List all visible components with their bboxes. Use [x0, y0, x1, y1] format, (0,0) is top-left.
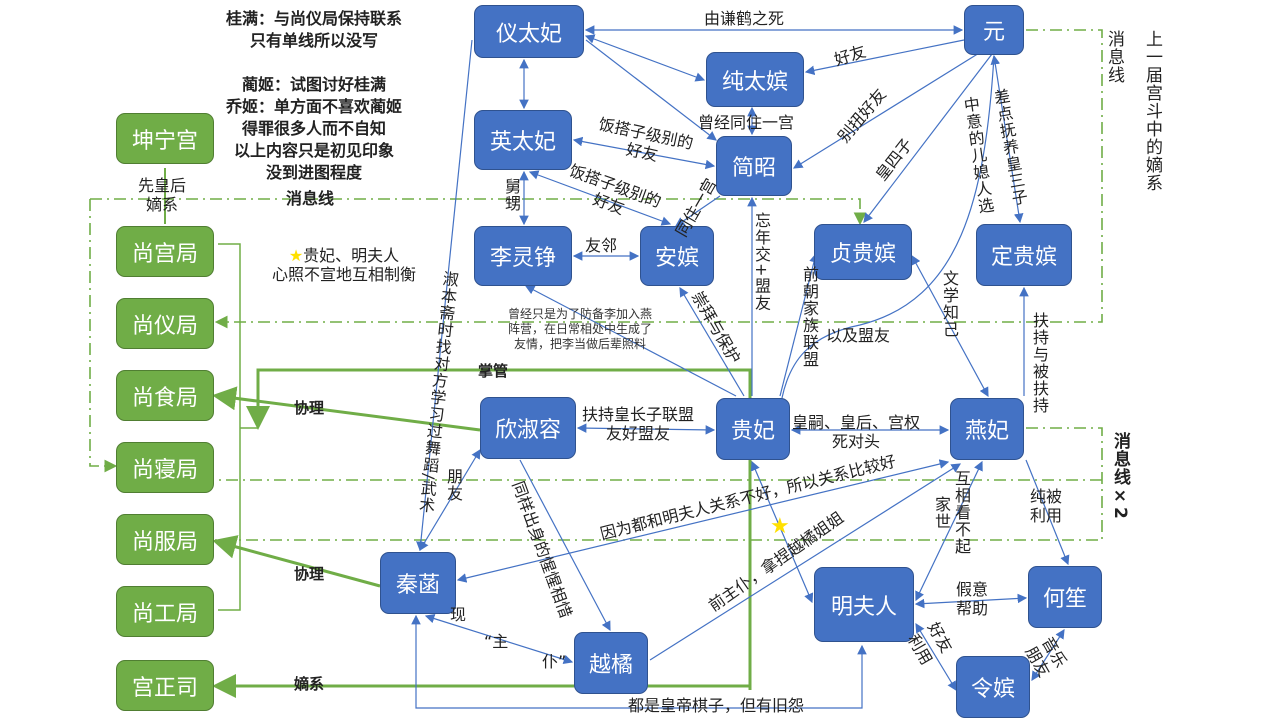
top-left-note: 桂满：与尚仪局保持联系 只有单线所以没写 蔺姬：试图讨好桂满 乔姬：单方面不喜欢…: [226, 9, 403, 182]
node-shangshi-ju[interactable]: 尚食局: [116, 370, 214, 421]
node-yuan[interactable]: 元: [964, 5, 1024, 55]
relation-lines: [411, 25, 1070, 709]
label-now-master-1: 现: [450, 605, 467, 624]
label-assist-2: 协理: [294, 565, 325, 583]
node-chun-taipin[interactable]: 纯太嫔: [706, 52, 804, 107]
node-gongzheng-si[interactable]: 宫正司: [116, 660, 214, 711]
balance-note: ★贵妃、明夫人 心照不宣地互相制衡: [272, 246, 417, 284]
label-court-family: 前朝家族联盟: [800, 266, 819, 368]
label-support: 扶持与被扶持: [1030, 312, 1049, 414]
label-look-down: 互相看不起: [952, 470, 971, 555]
label-lived-together: 曾经同住一宫: [698, 113, 795, 132]
star-icon: ★: [288, 246, 304, 265]
node-ming-furen[interactable]: 明夫人: [814, 567, 914, 642]
node-xin-shurong[interactable]: 欣淑容: [480, 397, 576, 459]
node-an-pin[interactable]: 安嫔: [640, 226, 714, 286]
label-direct-line: 嫡系: [294, 675, 325, 693]
label-family: 家世: [932, 496, 951, 530]
node-he-sheng[interactable]: 何笙: [1028, 566, 1102, 628]
label-li-guifei: 曾经只是为了防备李加入燕 阵营，在日常相处中生成了 友情，把李当做后辈照料: [508, 307, 653, 351]
node-shanggong-ju[interactable]: 尚宫局: [116, 226, 214, 277]
node-yi-taifei[interactable]: 仪太妃: [474, 5, 584, 58]
node-shangfu-ju[interactable]: 尚服局: [116, 514, 214, 565]
label-xin-gui: 扶持皇长子联盟 友好盟友: [582, 405, 695, 443]
node-ding-guipin[interactable]: 定贵嫔: [976, 224, 1072, 286]
star-icon: ★: [770, 514, 790, 539]
node-shangyi-ju[interactable]: 尚仪局: [116, 298, 214, 349]
node-ling-pin[interactable]: 令嫔: [956, 656, 1030, 718]
label-yuan-death: 由谦鹤之死: [704, 9, 785, 28]
label-gui-yan: 皇嗣、皇后、宫权 死对头: [792, 413, 921, 451]
label-now-master-3: 仆”: [542, 652, 567, 671]
node-yan-fei[interactable]: 燕妃: [950, 398, 1024, 460]
node-li-lingzheng[interactable]: 李灵铮: [474, 226, 572, 286]
node-qin-han[interactable]: 秦菡: [380, 552, 456, 614]
prev-empress-label: 先皇后 嫡系: [138, 176, 187, 214]
right-top-note: 上一届宫斗中的嫡系 消息线: [1104, 30, 1162, 192]
label-neighbors: 友邻: [585, 236, 618, 255]
label-literary: 文学知己: [940, 270, 959, 338]
node-guifei[interactable]: 贵妃: [716, 398, 790, 460]
message-line-label: 消息线: [286, 189, 335, 208]
label-age-gap: 忘年交+盟友: [752, 212, 771, 312]
node-shanggongj-ju[interactable]: 尚工局: [116, 586, 214, 637]
node-ying-taifei[interactable]: 英太妃: [474, 110, 572, 170]
label-manage: 掌管: [478, 362, 509, 380]
label-now-master-2: “主: [484, 632, 509, 651]
label-assist-1: 协理: [294, 399, 325, 417]
node-kunning-gong[interactable]: 坤宁宫: [116, 113, 214, 164]
node-jian-zhao[interactable]: 简昭: [716, 136, 792, 196]
label-and-allies: 以及盟友: [826, 326, 891, 345]
node-yue-ju[interactable]: 越橘: [574, 632, 648, 694]
label-friends: 朋友: [444, 468, 463, 502]
label-uncle-nephew: 舅甥: [502, 178, 521, 212]
label-fake-help: 假意 帮助: [956, 580, 989, 618]
label-chess-pieces: 都是皇帝棋子，但有旧怨: [628, 696, 805, 715]
right-bottom-note: 消息线×2: [1110, 432, 1130, 520]
label-used: 纯被利用: [1030, 487, 1063, 525]
node-zhen-guipin[interactable]: 贞贵嫔: [814, 224, 912, 280]
node-shangqin-ju[interactable]: 尚寝局: [116, 442, 214, 493]
